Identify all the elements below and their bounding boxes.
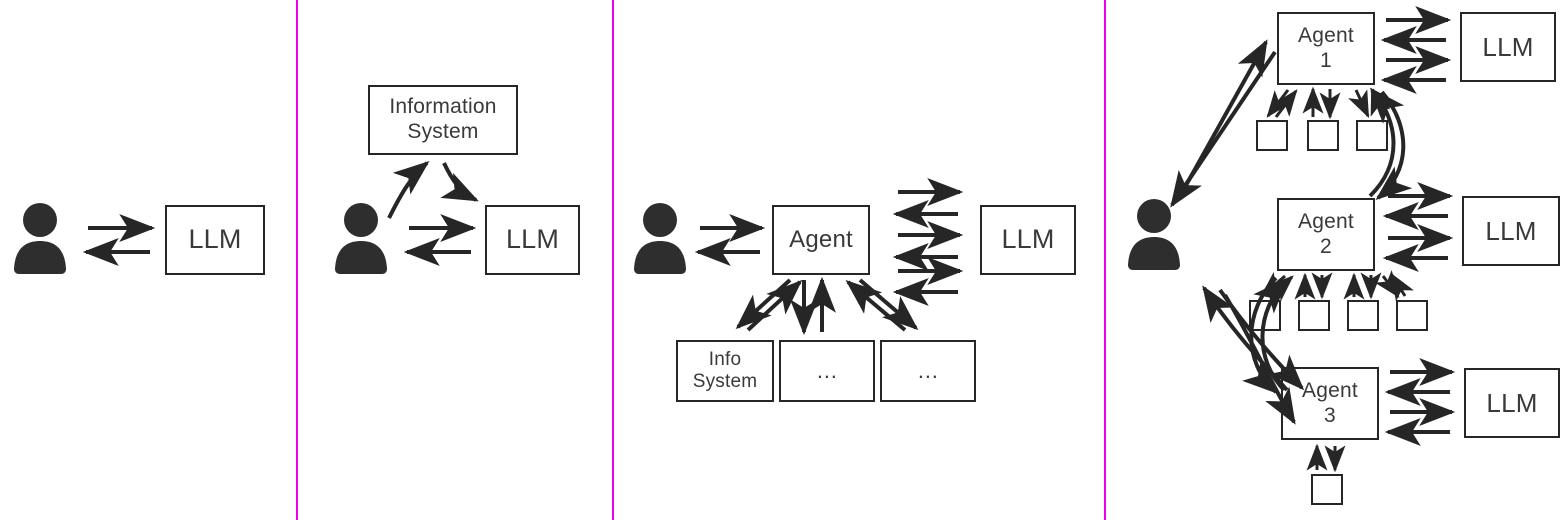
agent-1-tool-box-1[interactable] [1256, 120, 1288, 151]
panel-divider-2 [612, 0, 614, 520]
agent-1-tool-box-2[interactable] [1307, 120, 1339, 151]
person-icon [632, 202, 688, 279]
panel2-infosystem-to-llm-arrow [440, 162, 479, 202]
agent-3-llm-arrow-pair-1 [1384, 358, 1456, 406]
agent-2-tool1-arrows [1260, 271, 1294, 302]
agent-3-tool1-arrows [1306, 443, 1346, 473]
person-icon [333, 202, 389, 279]
tool1-line-2: System [692, 371, 758, 392]
agent-3-line-2: 3 [1324, 403, 1336, 427]
panel3-tool-box-3[interactable]: … [880, 340, 976, 402]
panel3-agent-llm-arrow-pair-2 [892, 221, 964, 271]
panel3-llm-box[interactable]: LLM [980, 205, 1076, 275]
agent-2-tool-box-3[interactable] [1347, 300, 1379, 331]
agent-3-tool-box-1[interactable] [1311, 474, 1343, 505]
panel3-tool-box-info-system[interactable]: Info System [676, 340, 774, 402]
agent-2-llm-arrow-pair-1 [1382, 182, 1454, 230]
panel3-agent-tool1-arrows [735, 278, 803, 332]
panel1-llm-label: LLM [188, 224, 242, 255]
agent-2-tool-box-1[interactable] [1249, 300, 1281, 331]
agent-3-line-1: Agent [1302, 378, 1358, 402]
panel3-agent-llm-arrow-pair-3 [892, 257, 964, 306]
agent-2-tool-box-4[interactable] [1396, 300, 1428, 331]
panel3-agent-box[interactable]: Agent [772, 205, 870, 275]
agent-1-line-2: 1 [1320, 48, 1332, 72]
agent-2-line-1: Agent [1298, 209, 1354, 233]
panel3-agent-label: Agent [789, 225, 853, 253]
agent-2-llm-arrow-pair-2 [1382, 224, 1454, 272]
info-system-line-1: Information [389, 95, 497, 119]
agent-2-line-2: 2 [1320, 234, 1332, 258]
panel3-agent-tool3-arrows [845, 278, 919, 332]
tool2-line-2: … [815, 358, 839, 384]
panel3-tool-box-2[interactable]: … [779, 340, 875, 402]
agent-2-llm-label: LLM [1485, 215, 1537, 246]
agent-1-llm-box[interactable]: LLM [1460, 12, 1556, 82]
info-system-line-2: System [407, 120, 479, 143]
agent-1-tool3-arrows [1348, 87, 1391, 119]
panel-divider-3 [1104, 0, 1106, 520]
panel2-user-to-infosystem-arrow [387, 160, 430, 219]
panel2-information-system-box[interactable]: Information System [368, 85, 518, 155]
agent-1-tool1-arrows [1266, 89, 1298, 118]
agent-3-llm-arrow-pair-2 [1384, 398, 1456, 446]
agent-1-llm-arrow-pair-1 [1380, 6, 1452, 54]
agent-1-box[interactable]: Agent 1 [1277, 12, 1375, 85]
agent-2-tool4-arrows [1374, 270, 1414, 302]
panel2-llm-box[interactable]: LLM [485, 205, 580, 275]
agent-1-line-1: Agent [1298, 23, 1354, 47]
agent-1-llm-label: LLM [1482, 31, 1534, 62]
agent-1-tool-box-3[interactable] [1356, 120, 1388, 151]
panel3-agent-tool2-arrows [790, 276, 836, 336]
panel2-llm-label: LLM [505, 224, 560, 255]
panel-divider-1 [296, 0, 298, 520]
person-icon [1126, 198, 1182, 275]
agent-3-llm-label: LLM [1486, 387, 1538, 418]
panel1-llm-box[interactable]: LLM [165, 205, 265, 275]
agent-2-llm-box[interactable]: LLM [1462, 196, 1560, 266]
agent-2-tool3-arrows [1343, 272, 1382, 300]
agent-1-llm-arrow-pair-2 [1380, 46, 1452, 94]
panel3-llm-label: LLM [1001, 224, 1055, 255]
tool3-line-2: … [916, 358, 940, 384]
agent-2-box[interactable]: Agent 2 [1277, 198, 1375, 271]
agent-2-tool2-arrows [1294, 272, 1333, 300]
agent-2-tool-box-2[interactable] [1298, 300, 1330, 331]
agent-3-llm-box[interactable]: LLM [1464, 368, 1560, 438]
panel3-agent-llm-arrow-pair-1 [892, 178, 964, 228]
tool1-line-1: Info [708, 348, 742, 370]
agent-3-box[interactable]: Agent 3 [1281, 367, 1379, 440]
person-icon [12, 202, 68, 279]
agent-1-tool2-arrows [1302, 86, 1341, 120]
